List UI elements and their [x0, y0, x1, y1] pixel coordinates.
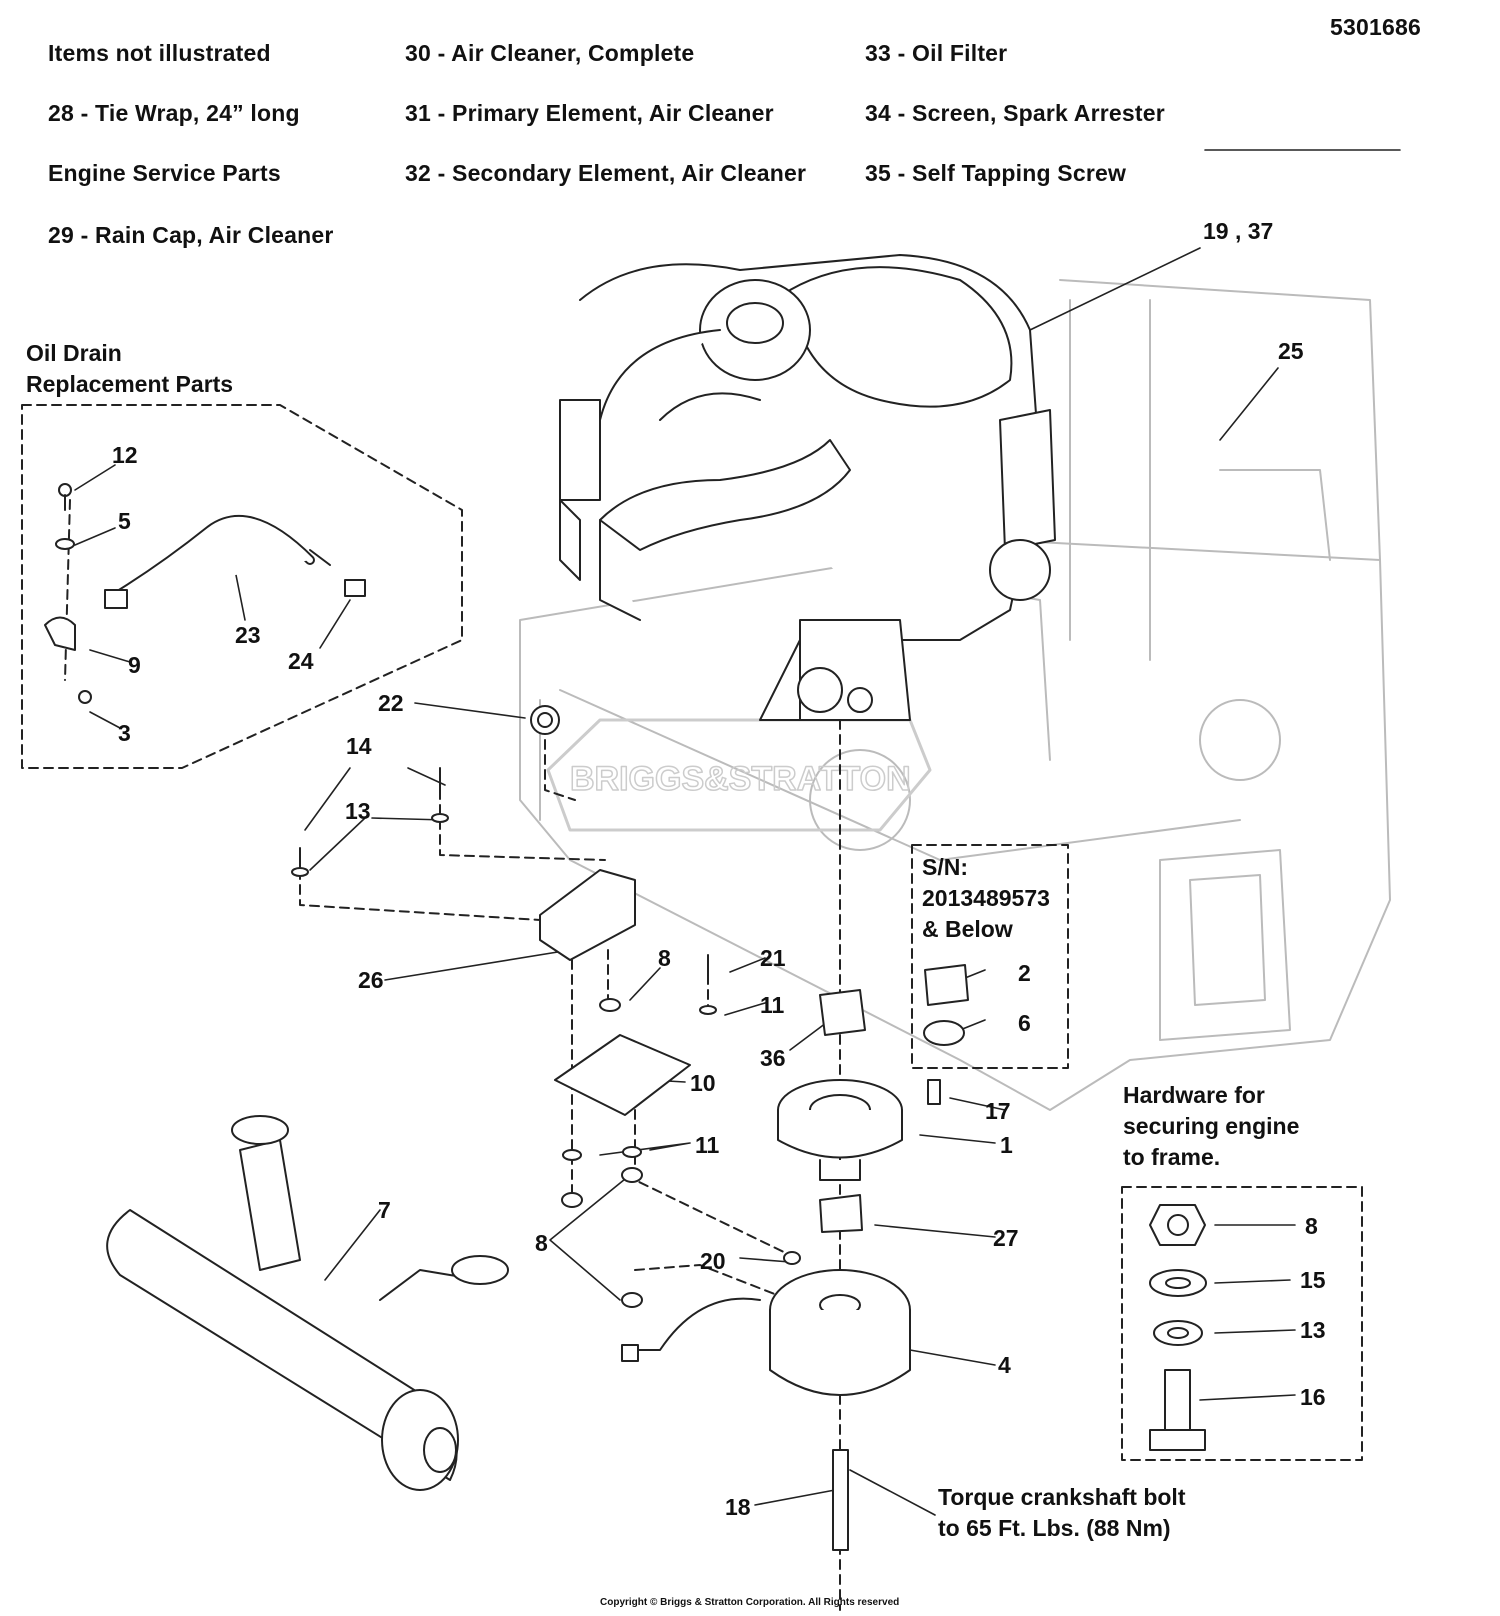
callout-7: 7	[378, 1197, 391, 1223]
callout-11-bottom: 11	[695, 1132, 720, 1158]
callout-3: 3	[118, 720, 131, 746]
oil-drain-title-line2: Replacement Parts	[26, 371, 234, 397]
callout-36: 36	[760, 1045, 786, 1071]
torque-note-line2: to 65 Ft. Lbs. (88 Nm)	[938, 1515, 1171, 1541]
note-28: 28 - Tie Wrap, 24” long	[48, 100, 300, 126]
oil-drain-title: Oil Drain Replacement Parts	[26, 338, 233, 400]
frame-outline	[519, 279, 1391, 1111]
note-engine-service-parts: Engine Service Parts	[48, 160, 281, 186]
muffler-drawing	[106, 1115, 509, 1491]
torque-note-line1: Torque crankshaft bolt	[938, 1484, 1186, 1510]
hardware-note-line1: Hardware for	[1123, 1082, 1265, 1108]
note-32: 32 - Secondary Element, Air Cleaner	[405, 160, 807, 186]
watermark-text: BRIGGS&STRATTON	[570, 760, 911, 798]
callout-19-37: 19 , 37	[1203, 218, 1274, 244]
callout-11-top: 11	[760, 992, 785, 1018]
callout-22: 22	[378, 690, 404, 716]
hardware-parts	[291, 705, 969, 1551]
hardware-note-line2: securing engine	[1123, 1113, 1300, 1139]
note-30: 30 - Air Cleaner, Complete	[405, 40, 695, 66]
hardware-note-line3: to frame.	[1123, 1144, 1221, 1170]
callout-4: 4	[998, 1352, 1011, 1378]
serial-note-line1: S/N:	[922, 854, 968, 880]
callout-2: 2	[1018, 960, 1031, 986]
callout-23: 23	[235, 622, 261, 648]
callout-6: 6	[1018, 1010, 1031, 1036]
hardware-note: Hardware for securing engine to frame.	[1123, 1080, 1299, 1173]
note-33: 33 - Oil Filter	[865, 40, 1008, 66]
engine-drawing	[559, 254, 1056, 721]
note-items-not-illustrated: Items not illustrated	[48, 40, 271, 66]
callout-13: 13	[345, 798, 371, 824]
note-34: 34 - Screen, Spark Arrester	[865, 100, 1165, 126]
callout-8-top: 8	[658, 945, 671, 971]
drawing-number: 5301686	[1330, 14, 1421, 40]
callout-hardware-13: 13	[1300, 1317, 1326, 1343]
callout-1: 1	[1000, 1132, 1013, 1158]
callout-8-bottom: 8	[535, 1230, 548, 1256]
callout-25: 25	[1278, 338, 1304, 364]
copyright-footer: Copyright © Briggs & Stratton Corporatio…	[600, 1597, 900, 1608]
callout-24: 24	[288, 648, 314, 674]
serial-note-line2: 2013489573	[922, 885, 1050, 911]
callout-10: 10	[690, 1070, 716, 1096]
callout-27: 27	[993, 1225, 1019, 1251]
callout-hardware-16: 16	[1300, 1384, 1326, 1410]
callout-12: 12	[112, 442, 138, 468]
callout-18: 18	[725, 1494, 751, 1520]
callout-26: 26	[358, 967, 384, 993]
torque-note: Torque crankshaft bolt to 65 Ft. Lbs. (8…	[938, 1482, 1186, 1544]
callout-5: 5	[118, 508, 131, 534]
callout-20: 20	[700, 1248, 726, 1274]
serial-note: S/N: 2013489573 & Below	[922, 852, 1050, 945]
note-35: 35 - Self Tapping Screw	[865, 160, 1127, 186]
callout-14: 14	[346, 733, 372, 759]
note-31: 31 - Primary Element, Air Cleaner	[405, 100, 774, 126]
watermark-logo	[546, 718, 932, 832]
hardware-box-parts	[1149, 1204, 1207, 1451]
oil-drain-parts	[44, 483, 366, 704]
leader-lines	[74, 149, 1401, 1516]
callout-hardware-15: 15	[1300, 1267, 1326, 1293]
note-29: 29 - Rain Cap, Air Cleaner	[48, 222, 334, 248]
callout-hardware-8: 8	[1305, 1213, 1318, 1239]
callout-9: 9	[128, 652, 141, 678]
oil-drain-title-line1: Oil Drain	[26, 340, 122, 366]
callout-21: 21	[760, 945, 786, 971]
serial-note-line3: & Below	[922, 916, 1013, 942]
callout-17: 17	[985, 1098, 1011, 1124]
